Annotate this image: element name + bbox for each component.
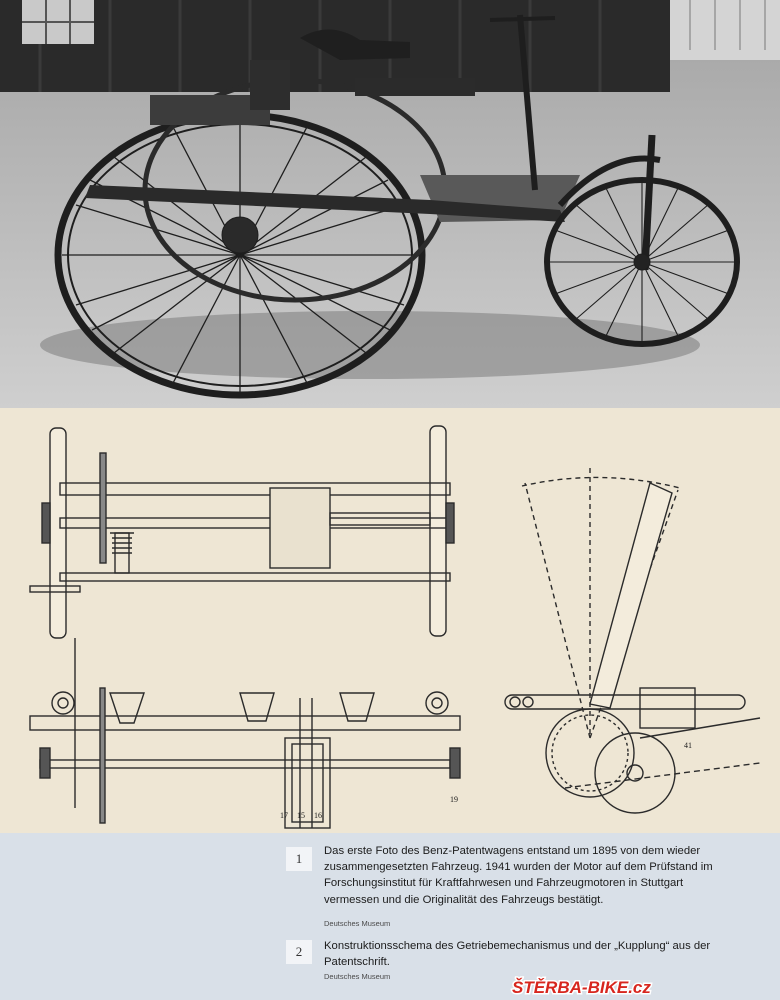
drawing-label-41: 41 — [684, 741, 692, 750]
rear-wheel — [54, 111, 426, 399]
patent-technical-drawing: 17 15 16 19 41 — [0, 408, 780, 833]
caption-text-2: Konstruktionsschema des Getriebemechanis… — [324, 940, 711, 969]
caption-text-1: Das erste Foto des Benz-Patentwagens ent… — [324, 845, 713, 906]
caption-source-1: Deutsches Museum — [324, 919, 391, 928]
historic-photo-benz-patent-motorwagen — [0, 0, 780, 408]
vehicle-frame — [85, 14, 661, 271]
caption-number-2: 2 — [286, 940, 312, 964]
captions-panel: 1 Das erste Foto des Benz-Patentwagens e… — [0, 833, 780, 1000]
drawing-illustration: 17 15 16 19 41 — [29, 425, 761, 829]
drawing-side-view — [29, 638, 461, 829]
drawing-label-16: 16 — [314, 811, 322, 820]
site-watermark: ŠTĚRBA-BIKE.cz — [511, 977, 653, 998]
watermark-brand: ŠTĚRBA — [512, 978, 582, 997]
drawing-label-17: 17 — [280, 811, 288, 820]
front-wheel — [544, 177, 740, 347]
drawing-label-15: 15 — [297, 811, 305, 820]
drawing-label-19: 19 — [450, 795, 458, 804]
caption-source-2: Deutsches Museum — [324, 972, 391, 981]
watermark-suffix: BIKE.cz — [588, 978, 652, 997]
drawing-clutch-detail — [504, 468, 761, 814]
caption-number-1: 1 — [286, 847, 312, 871]
watermark-dash: - — [582, 978, 588, 997]
photo-illustration — [0, 0, 780, 408]
svg-text:ŠTĚRBA-BIKE.cz: ŠTĚRBA-BIKE.cz — [512, 978, 651, 997]
drawing-top-view — [29, 425, 455, 639]
